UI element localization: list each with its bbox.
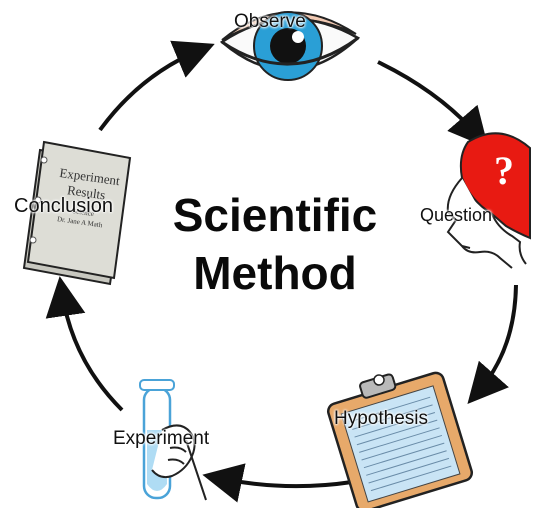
step-label-conclusion: Conclusion <box>14 195 113 217</box>
clipboard-icon <box>326 371 474 508</box>
eye-icon <box>219 11 361 81</box>
diagram-title-line2: Method <box>193 247 357 299</box>
arrow-observe-to-question <box>377 60 489 149</box>
book-title-line2: Results <box>66 182 106 202</box>
arrow-experiment-to-conclusion <box>45 276 124 412</box>
report-book-icon: Experiment Results Science Dr. Jane A Ma… <box>22 140 132 286</box>
diagram-title-line1: Scientific <box>172 189 378 241</box>
arrow-hypothesis-to-experiment <box>202 463 353 503</box>
step-label-hypothesis: Hypothesis <box>334 408 428 429</box>
thinking-head-icon: ? <box>446 132 531 269</box>
step-label-observe: Observe <box>234 11 306 32</box>
step-label-question: Question <box>420 205 493 225</box>
test-tube-hand-icon <box>139 379 207 501</box>
step-label-experiment: Experiment <box>113 428 210 449</box>
book-subject: Science <box>72 207 95 218</box>
arrow-conclusion-to-observe <box>98 40 215 132</box>
arrow-question-to-hypothesis <box>467 284 518 405</box>
svg-text:?: ? <box>494 148 514 193</box>
